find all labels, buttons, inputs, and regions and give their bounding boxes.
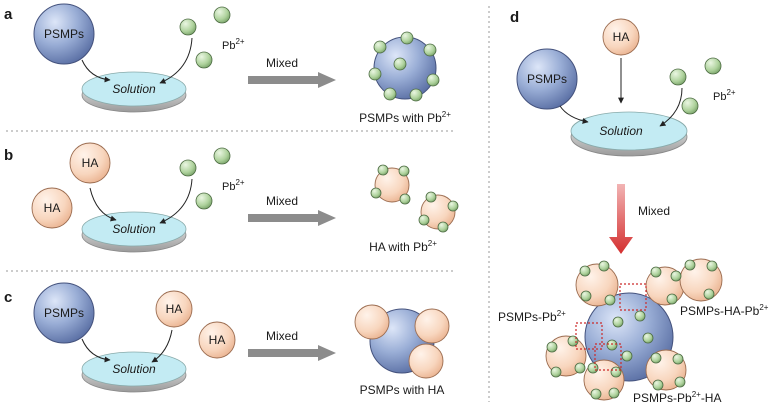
curve-arrow-b2: [159, 178, 193, 224]
result-c: [354, 304, 450, 379]
dish-c: Solution: [81, 351, 187, 393]
panel-a-letter: a: [4, 6, 13, 23]
psmp-c-label: PSMPs: [44, 306, 84, 320]
panel-d: d Solution PSMPs HA Pb2+ Mixed: [498, 9, 769, 405]
result-d: [545, 258, 723, 401]
label-psmps-pb-ha: PSMPs-Pb2+-HA: [633, 390, 721, 405]
curve-arrow-d1: [559, 105, 589, 124]
mixed-arrow-a: [248, 72, 336, 88]
mixed-arrow-b: [248, 210, 336, 226]
ha-c2: HA: [198, 321, 236, 359]
panel-b: b Solution HA HA Pb2+ Mixed: [4, 142, 459, 254]
ha-b1: HA: [69, 142, 111, 184]
curve-arrow-a2: [159, 37, 193, 84]
solution-a-label: Solution: [112, 82, 156, 96]
pb-ion: [669, 68, 687, 86]
solution-c-label: Solution: [112, 362, 156, 376]
pb-ion: [704, 57, 722, 75]
solution-d-label: Solution: [599, 124, 643, 138]
ha-b2: HA: [31, 187, 73, 229]
dish-d: Solution: [570, 111, 688, 157]
highlight-box: [575, 322, 603, 350]
pb-label-a: Pb2+: [222, 37, 245, 52]
pb-label-d: Pb2+: [713, 88, 736, 103]
psmp-d: PSMPs: [516, 48, 578, 110]
curve-arrow-c2: [151, 329, 173, 363]
psmp-a: PSMPs: [33, 3, 95, 65]
curve-arrow-d2: [659, 87, 683, 127]
curve-arrow-a1: [81, 59, 111, 83]
result-a-label: PSMPs with Pb2+: [359, 110, 451, 125]
highlight-box: [619, 283, 647, 311]
label-psmps-ha-pb: PSMPs-HA-Pb2+: [680, 303, 769, 318]
ha-c1-label: HA: [166, 302, 183, 316]
panel-c-letter: c: [4, 289, 12, 306]
mixed-label-a: Mixed: [266, 56, 298, 70]
ha-d: HA: [602, 18, 640, 56]
curve-arrow-c1: [81, 338, 111, 363]
result-b: [370, 164, 459, 233]
mixed-arrow-c: [248, 345, 336, 361]
psmp-a-label: PSMPs: [44, 27, 84, 41]
result-a: [368, 31, 440, 102]
ha-c1: HA: [155, 290, 193, 328]
panel-d-letter: d: [510, 9, 519, 26]
ha-c2-label: HA: [209, 333, 226, 347]
psmp-d-label: PSMPs: [527, 72, 567, 86]
pb-label-b: Pb2+: [222, 178, 245, 193]
pb-ion: [213, 147, 231, 165]
psmp-c: PSMPs: [33, 282, 95, 344]
pb-ion: [195, 51, 213, 69]
pb-ion: [179, 159, 197, 177]
result-b-label: HA with Pb2+: [369, 239, 437, 254]
highlight-box: [594, 343, 622, 371]
mixed-label-d: Mixed: [638, 204, 670, 218]
solution-b-label: Solution: [112, 222, 156, 236]
pb-ion: [681, 97, 699, 115]
ha-b1-label: HA: [82, 156, 99, 170]
curve-arrow-b1: [89, 187, 117, 222]
mixed-label-c: Mixed: [266, 329, 298, 343]
dish-a: Solution: [81, 71, 187, 113]
pb-ion: [213, 6, 231, 24]
ha-b2-label: HA: [44, 201, 61, 215]
ha-d-label: HA: [613, 30, 630, 44]
mixed-label-b: Mixed: [266, 194, 298, 208]
pb-ion: [195, 192, 213, 210]
panel-b-letter: b: [4, 147, 13, 164]
solution-d: [570, 111, 688, 151]
result-c-label: PSMPs with HA: [360, 383, 445, 397]
panel-c: c Solution PSMPs HA HA Mixed PSMPs with: [4, 282, 450, 397]
label-psmps-pb: PSMPs-Pb2+: [498, 309, 566, 324]
panel-a: a Solution PSMPs Pb2+ Mixed PSMP: [4, 3, 451, 125]
pb-ion: [179, 18, 197, 36]
red-mixed-arrow-d: [609, 184, 633, 254]
